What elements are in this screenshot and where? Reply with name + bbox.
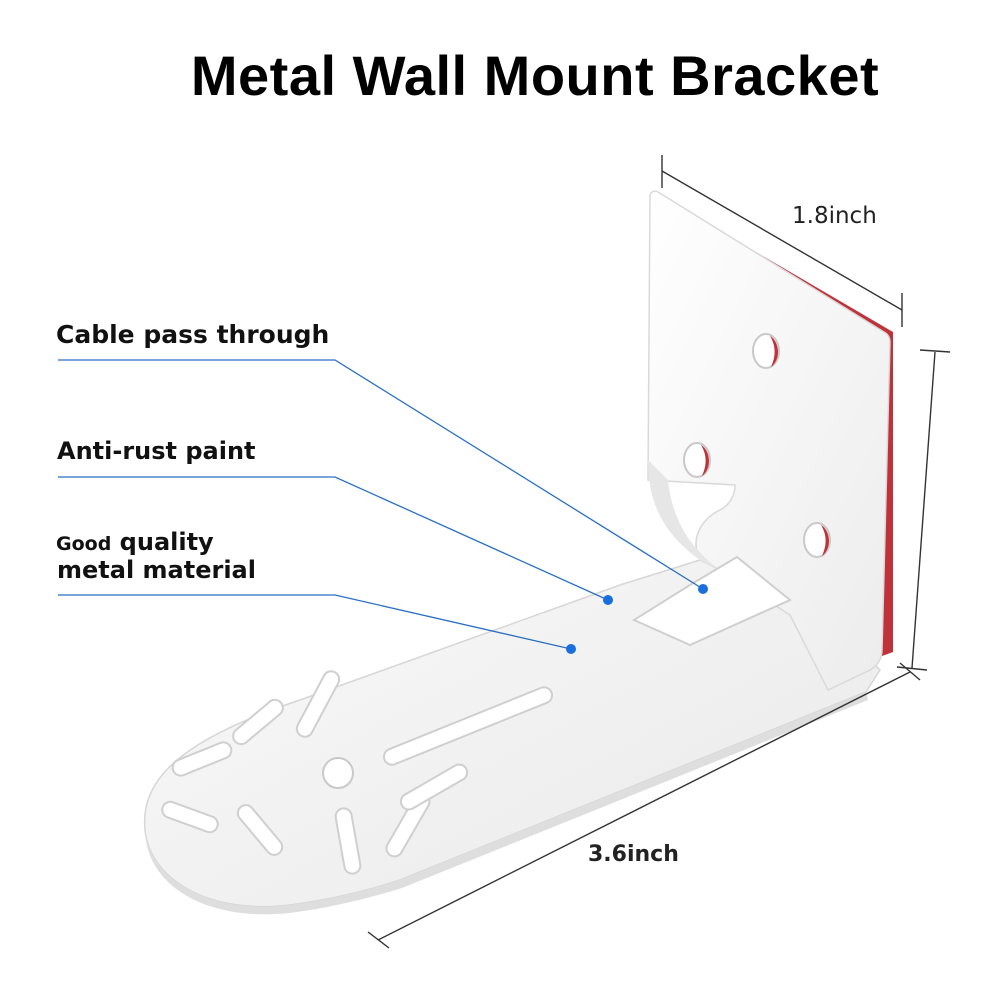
callout-lines <box>58 359 704 650</box>
callout-good-quality: Good quality <box>56 530 214 554</box>
page-title: Metal Wall Mount Bracket <box>190 44 880 107</box>
mount-hole-red <box>770 336 779 367</box>
mount-hole <box>683 442 711 478</box>
callout-dot <box>566 644 576 654</box>
cable-slot <box>631 555 792 647</box>
callout-good-word: Good <box>56 533 112 555</box>
bend-shading <box>648 460 720 570</box>
mount-hole <box>803 522 831 558</box>
mount-hole <box>752 333 780 369</box>
callout-dot <box>603 595 613 605</box>
radial-slots <box>161 670 554 875</box>
vertical-plate <box>647 190 891 691</box>
callout-quality-word: quality <box>119 528 214 556</box>
mount-hole-red <box>701 445 710 476</box>
mount-hole-red <box>821 525 830 556</box>
center-hole <box>322 757 354 789</box>
dimension-width: 1.8inch <box>792 203 877 229</box>
dimension-lines <box>367 155 951 949</box>
callout-anti-rust-paint: Anti-rust paint <box>57 437 256 465</box>
dimension-length: 3.6inch <box>588 842 679 867</box>
callout-metal-material: metal material <box>57 556 256 584</box>
callout-dot <box>698 584 708 594</box>
callout-cable-pass-through: Cable pass through <box>56 320 330 349</box>
